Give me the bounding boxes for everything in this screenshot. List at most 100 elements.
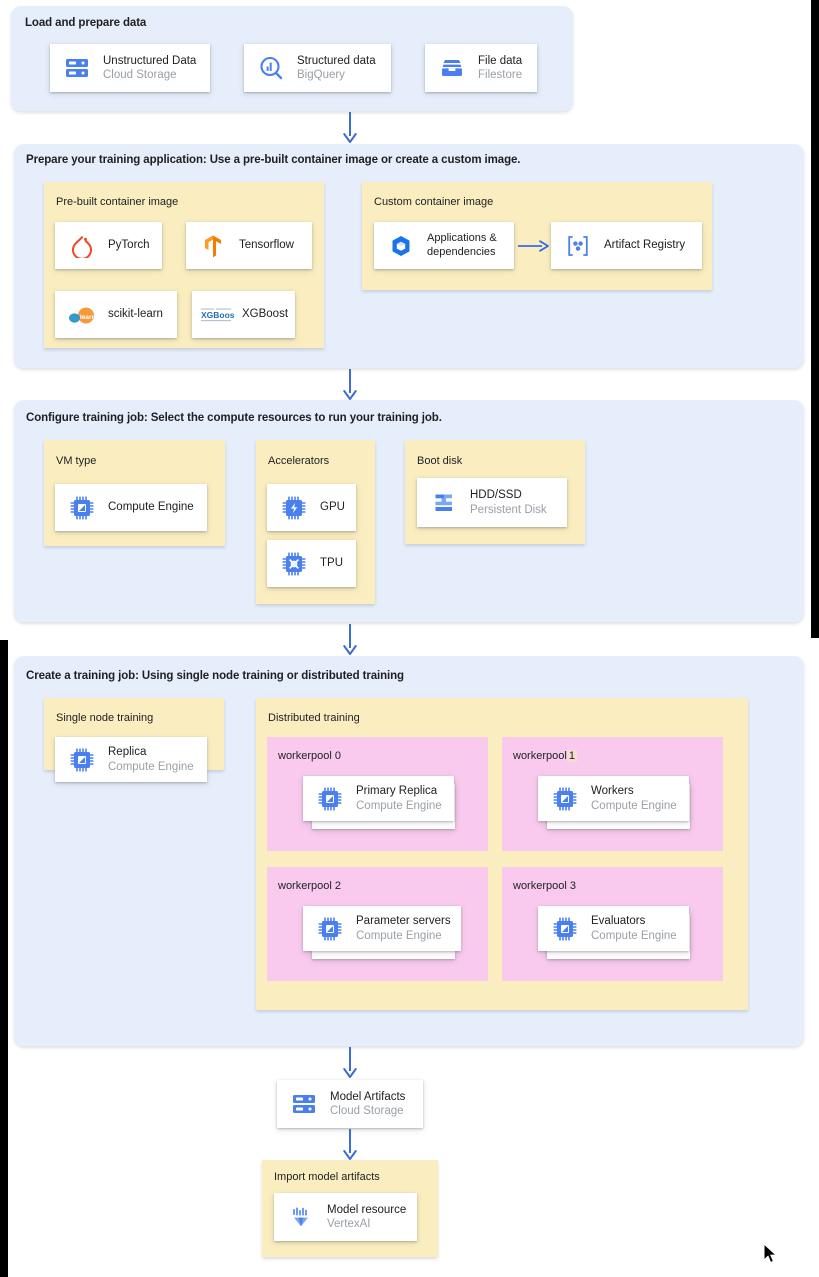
card-tpu[interactable]: TPU <box>267 540 356 587</box>
card-title: GPU <box>320 501 345 514</box>
pool-label-workerpool-3: workerpool 3 <box>513 880 576 892</box>
card-subtitle: Persistent Disk <box>470 503 547 516</box>
card-parameter-servers[interactable]: Parameter servers Compute Engine <box>303 906 461 951</box>
card-subtitle: Compute Engine <box>356 799 442 812</box>
svg-text:learn: learn <box>80 314 96 321</box>
group-title-custom: Custom container image <box>374 196 494 208</box>
card-artifact-registry[interactable]: Artifact Registry <box>551 222 702 269</box>
card-title: Model resource <box>327 1203 407 1216</box>
card-title: TPU <box>320 557 343 570</box>
card-subtitle: Compute Engine <box>108 760 194 773</box>
card-structured-data[interactable]: Structured data BigQuery <box>244 44 391 92</box>
bigquery-icon <box>256 53 286 83</box>
pool-label-workerpool-0: workerpool 0 <box>278 750 341 762</box>
group-title-boot-disk: Boot disk <box>417 455 463 467</box>
right-edge-bar <box>811 0 819 638</box>
card-model-resource[interactable]: Model resource VertexAI <box>274 1193 417 1241</box>
applications-dependencies-icon <box>386 231 416 261</box>
arrow-applications-to-artifact-registry <box>518 238 550 254</box>
stage-title-prepare: Prepare your training application: Use a… <box>26 154 521 166</box>
card-compute-engine-vm[interactable]: Compute Engine <box>55 484 207 531</box>
card-subtitle: BigQuery <box>297 69 345 81</box>
card-title: Replica <box>108 746 147 759</box>
card-title: Parameter servers <box>356 915 451 928</box>
card-title: Evaluators <box>591 915 646 928</box>
arrow-model-artifacts-to-import <box>342 1129 358 1161</box>
artifact-registry-icon <box>563 231 593 261</box>
card-title: XGBoost <box>242 308 289 321</box>
pytorch-icon <box>67 231 97 261</box>
compute-engine-icon <box>67 493 97 523</box>
card-subtitle: Cloud Storage <box>103 69 177 81</box>
group-title-accelerators: Accelerators <box>268 455 330 467</box>
card-gpu[interactable]: GPU <box>267 484 356 531</box>
card-title: scikit-learn <box>108 308 163 321</box>
card-pytorch[interactable]: PyTorch <box>55 222 162 269</box>
card-subtitle: Cloud Storage <box>330 1105 404 1117</box>
card-primary-replica[interactable]: Primary Replica Compute Engine <box>303 776 454 821</box>
card-xgboost[interactable]: XGBoost XGBoost <box>192 291 295 338</box>
compute-engine-icon <box>67 745 97 775</box>
tensorflow-icon <box>198 231 228 261</box>
card-title: Model Artifacts <box>330 1090 406 1103</box>
scikit-learn-icon: learn <box>67 300 97 330</box>
group-title-distributed: Distributed training <box>268 712 360 724</box>
card-unstructured-data[interactable]: Unstructured Data Cloud Storage <box>50 44 210 92</box>
pool-label-index: 0 <box>334 750 341 762</box>
compute-engine-icon <box>550 784 580 814</box>
card-applications-dependencies[interactable]: Applications & dependencies <box>374 222 514 269</box>
left-edge-bar <box>0 640 8 1277</box>
pool-label-prefix: workerpool <box>278 750 332 762</box>
arrow-load-to-prepare <box>342 112 358 144</box>
svg-text:XGBoost: XGBoost <box>201 310 234 320</box>
persistent-disk-icon <box>429 488 459 518</box>
group-title-pre-built: Pre-built container image <box>56 196 179 208</box>
card-subtitle: Filestore <box>478 69 523 81</box>
card-subtitle: Compute Engine <box>591 799 677 812</box>
card-title: Workers <box>591 785 634 798</box>
card-title: Primary Replica <box>356 785 438 798</box>
card-evaluators[interactable]: Evaluators Compute Engine <box>538 906 689 951</box>
arrow-create-to-model-artifacts <box>342 1047 358 1079</box>
card-tensorflow[interactable]: Tensorflow <box>186 222 312 269</box>
pool-label-prefix: workerpool <box>513 750 567 762</box>
cloud-storage-icon <box>289 1089 319 1119</box>
arrow-configure-to-create <box>342 624 358 656</box>
card-subtitle: Compute Engine <box>591 929 677 942</box>
card-title: Compute Engine <box>108 501 194 514</box>
card-title: HDD/SSD <box>470 489 522 502</box>
card-title: Artifact Registry <box>604 239 686 252</box>
group-title-import-model-artifacts: Import model artifacts <box>274 1171 380 1183</box>
card-title: Applications & dependencies <box>427 232 497 258</box>
card-replica[interactable]: Replica Compute Engine <box>55 737 207 782</box>
card-workers[interactable]: Workers Compute Engine <box>538 776 689 821</box>
card-persistent-disk[interactable]: HDD/SSD Persistent Disk <box>417 478 567 527</box>
pool-label-index: 2 <box>334 880 341 892</box>
stage-title-configure: Configure training job: Select the compu… <box>26 412 442 424</box>
card-model-artifacts[interactable]: Model Artifacts Cloud Storage <box>277 1080 423 1128</box>
card-scikit-learn[interactable]: learn scikit-learn <box>55 291 177 338</box>
card-file-data[interactable]: File data Filestore <box>425 44 537 92</box>
group-title-single-node: Single node training <box>56 712 154 724</box>
filestore-icon <box>437 53 467 83</box>
compute-engine-icon <box>315 914 345 944</box>
card-title: Structured data <box>297 54 376 67</box>
arrow-prepare-to-configure <box>342 369 358 401</box>
xgboost-icon: XGBoost <box>198 300 234 330</box>
card-title: Unstructured Data <box>103 54 197 67</box>
cloud-storage-icon <box>62 53 92 83</box>
card-title: File data <box>478 54 523 67</box>
card-subtitle: VertexAI <box>327 1218 371 1230</box>
pool-label-prefix: workerpool <box>278 880 332 892</box>
tpu-icon <box>279 549 309 579</box>
pool-label-prefix: workerpool <box>513 880 567 892</box>
pool-label-index: 3 <box>569 880 576 892</box>
vertex-ai-model-icon <box>286 1202 316 1232</box>
mouse-cursor <box>763 1242 779 1270</box>
pool-label-index-highlighted: 1 <box>566 750 577 762</box>
compute-engine-icon <box>550 914 580 944</box>
group-title-vm-type: VM type <box>56 455 97 467</box>
card-title: PyTorch <box>108 239 150 252</box>
